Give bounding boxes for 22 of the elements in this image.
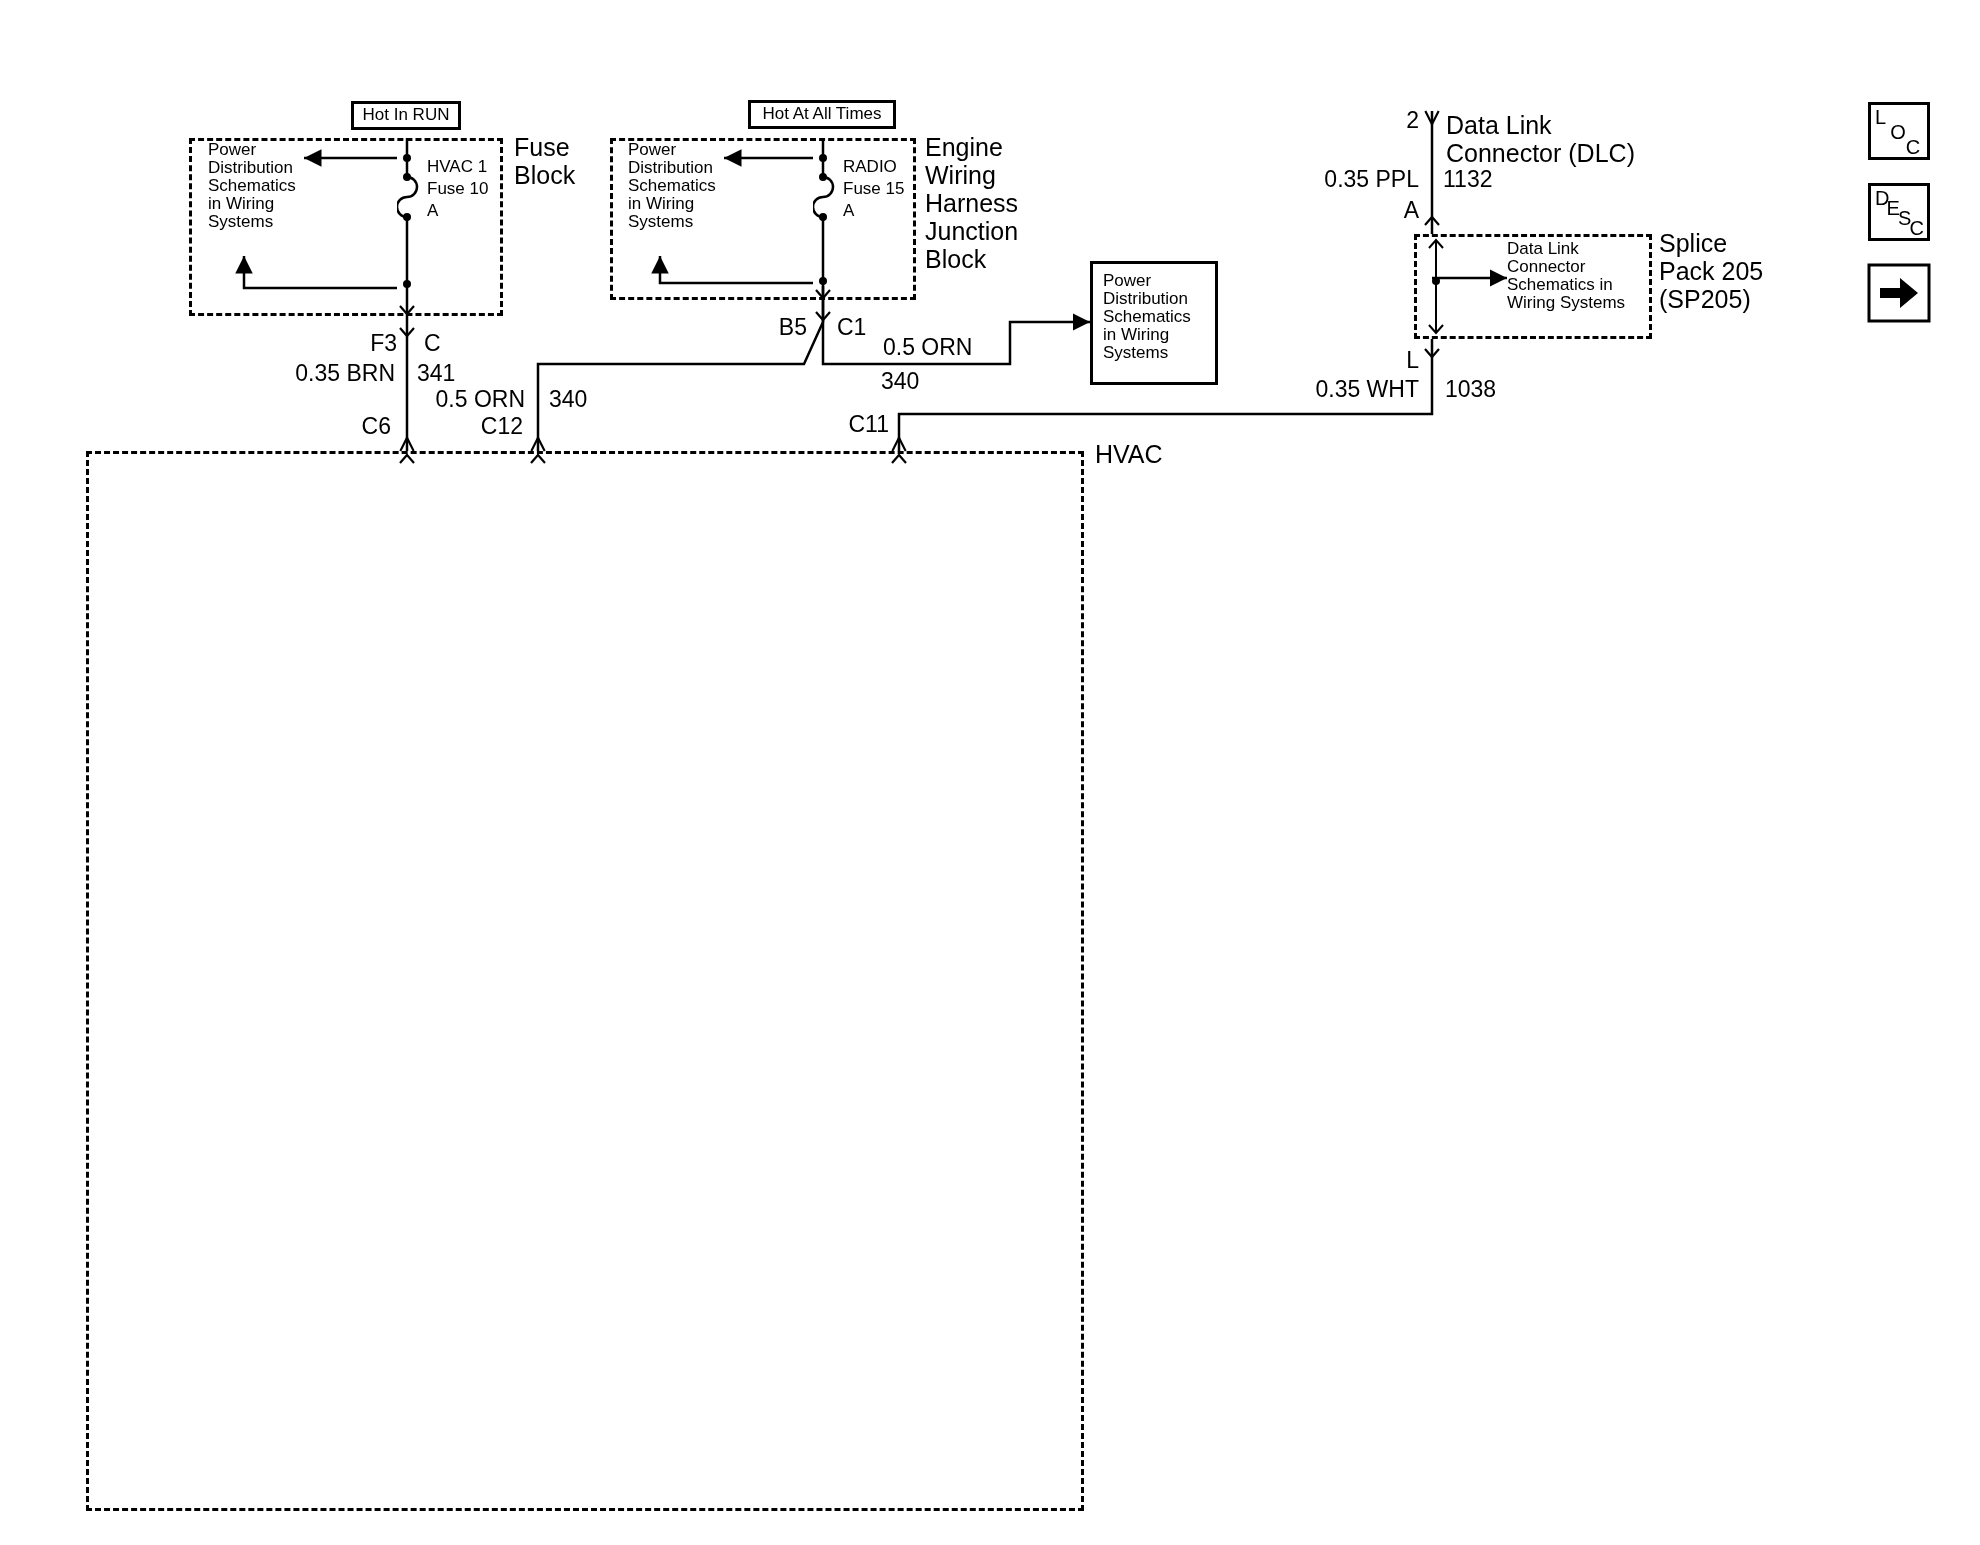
arrow <box>821 286 1090 366</box>
wire <box>891 339 1434 453</box>
reference-box: Power Distribution Schematics in Wiring Systems <box>1090 261 1218 385</box>
arrow <box>651 256 813 285</box>
reference-text: Data Link Connector Schematics in Wiring Systems <box>1507 240 1647 332</box>
component-name: HVAC <box>1095 440 1164 468</box>
arrow <box>304 149 397 167</box>
fuse-label: HVAC 1 Fuse 10 A <box>427 156 489 222</box>
arrow <box>1432 269 1507 287</box>
reference-text: Power Distribution Schematics in Wiring Systems <box>628 141 724 256</box>
supply-state-tag: Hot At All Times <box>748 100 896 129</box>
reference-text: Power Distribution Schematics in Wiring Systems <box>208 141 304 256</box>
component-name: Engine Wiring Harness Junction Block <box>925 133 1020 273</box>
wire <box>1424 109 1440 234</box>
symbol-tag: LOC <box>1868 102 1930 160</box>
arrow <box>235 256 397 290</box>
component-name: Splice Pack 205 (SP205) <box>1659 229 1765 313</box>
supply-state-tag: Hot In RUN <box>351 101 461 130</box>
symbol-tag: DESC <box>1868 183 1930 241</box>
fuse-label: RADIO Fuse 15 A <box>843 156 905 222</box>
arrow <box>724 149 813 167</box>
wire <box>399 289 415 453</box>
